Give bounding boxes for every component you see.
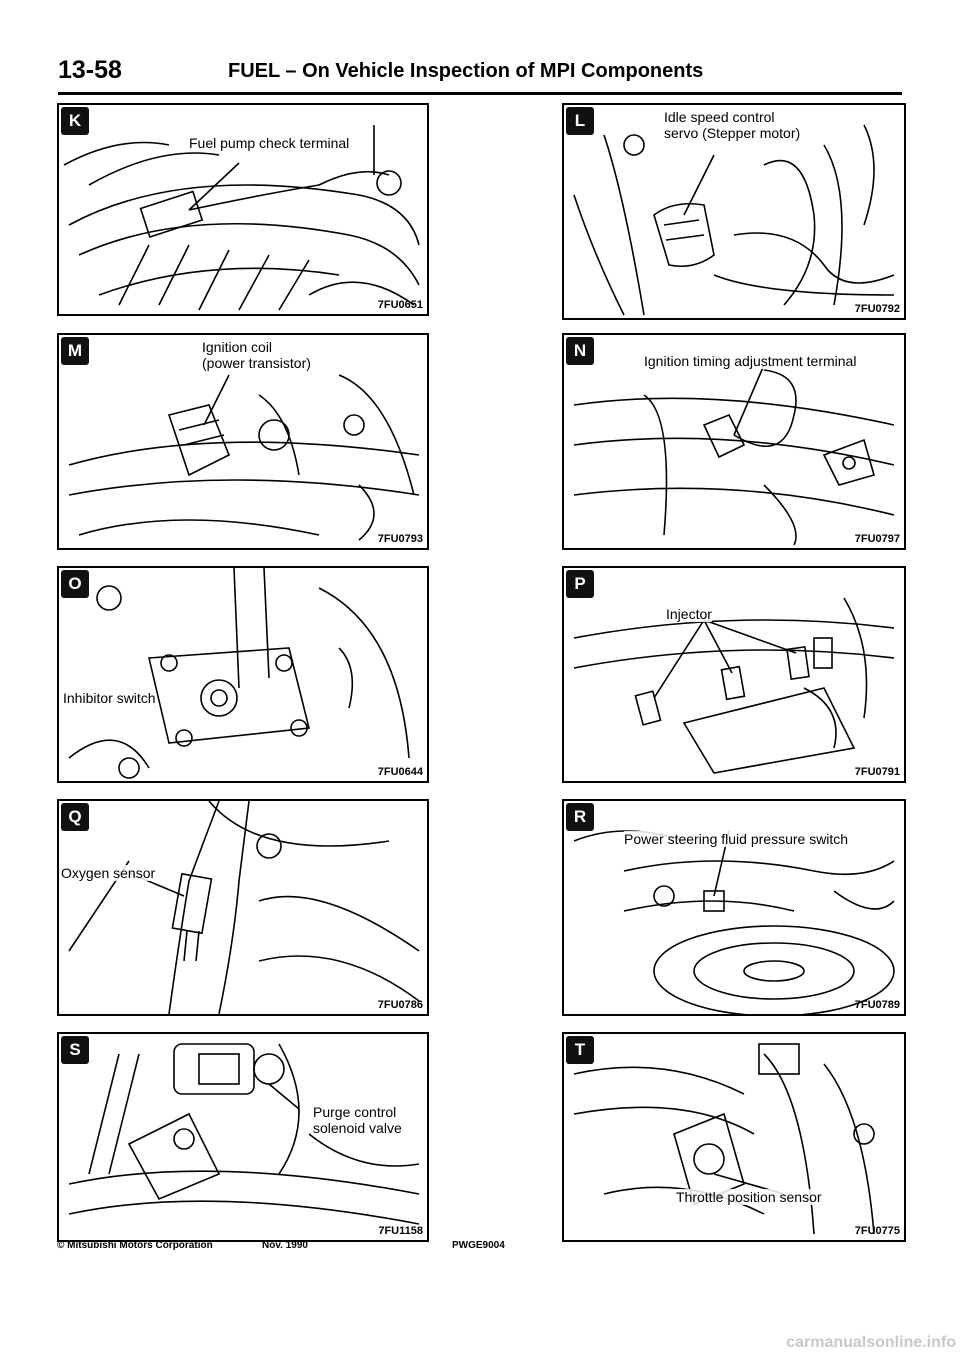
panel-l-label: Idle speed control servo (Stepper motor) xyxy=(664,109,804,141)
panel-k-label: Fuel pump check terminal xyxy=(189,135,350,151)
panel-r: R Power steering fluid pressure switch 7… xyxy=(562,799,906,1016)
panel-o-label: Inhibitor switch xyxy=(63,690,156,706)
panel-p-code: 7FU0791 xyxy=(854,766,900,778)
panel-k-code: 7FU0651 xyxy=(377,299,423,311)
page-header: 13-58 FUEL – On Vehicle Inspection of MP… xyxy=(0,52,960,95)
header-rule xyxy=(58,92,902,95)
purge-solenoid-illustration xyxy=(68,1043,420,1225)
panel-s-letter: S xyxy=(61,1036,89,1064)
panel-q-label: Oxygen sensor xyxy=(61,865,156,881)
ignition-coil-illustration xyxy=(68,374,420,541)
throttle-sensor-illustration xyxy=(573,1043,875,1235)
panel-m-code: 7FU0793 xyxy=(377,533,423,545)
ignition-timing-illustration xyxy=(573,364,895,546)
document-code: PWGE9004 xyxy=(452,1240,505,1251)
panel-m-label: Ignition coil (power transistor) xyxy=(202,339,312,371)
power-steering-switch-illustration xyxy=(573,830,895,1014)
panel-q: Q Oxygen sensor 7FU0786 xyxy=(57,799,429,1016)
panel-t-label: Throttle position sensor xyxy=(676,1189,822,1205)
panel-n-letter: N xyxy=(566,337,594,365)
inhibitor-switch-illustration xyxy=(68,568,410,779)
idle-speed-servo-illustration xyxy=(573,124,895,316)
panel-l-letter: L xyxy=(566,107,594,135)
panel-k-letter: K xyxy=(61,107,89,135)
panel-q-letter: Q xyxy=(61,803,89,831)
panel-r-label: Power steering fluid pressure switch xyxy=(624,831,849,847)
panel-p: P Injector 7FU0791 xyxy=(562,566,906,783)
watermark: carmanualsonline.info xyxy=(786,1334,956,1351)
panel-p-label: Injector xyxy=(666,606,712,622)
panel-t-code: 7FU0775 xyxy=(854,1225,900,1237)
panel-o-code: 7FU0644 xyxy=(377,766,423,778)
panel-t: T Throttle position sensor 7FU0775 xyxy=(562,1032,906,1242)
injector-illustration xyxy=(573,597,895,774)
panel-r-code: 7FU0789 xyxy=(854,999,900,1011)
panel-q-code: 7FU0786 xyxy=(377,999,423,1011)
panel-l-code: 7FU0792 xyxy=(854,303,900,315)
oxygen-sensor-illustration xyxy=(68,801,420,1014)
panel-o: O Inhibitor switch 7FU0644 xyxy=(57,566,429,783)
panel-t-letter: T xyxy=(566,1036,594,1064)
panel-o-letter: O xyxy=(61,570,89,598)
panel-k: K Fuel pump check terminal 7FU0651 xyxy=(57,103,429,316)
panel-n-code: 7FU0797 xyxy=(854,533,900,545)
panel-s: S Purge control solenoid valve 7FU1158 xyxy=(57,1032,429,1242)
page-number: 13-58 xyxy=(58,56,122,84)
panel-m: M Ignition coil (power transistor) 7FU07… xyxy=(57,333,429,550)
panel-n-label: Ignition timing adjustment terminal xyxy=(644,353,857,369)
panel-s-code: 7FU1158 xyxy=(378,1225,423,1237)
copyright-text: © Mitsubishi Motors Corporation xyxy=(57,1240,213,1251)
panel-l: L Idle speed control servo (Stepper moto… xyxy=(562,103,906,320)
page-title: FUEL – On Vehicle Inspection of MPI Comp… xyxy=(228,60,704,82)
panel-r-letter: R xyxy=(566,803,594,831)
publication-date: Nov. 1990 xyxy=(262,1240,308,1251)
panel-s-label: Purge control solenoid valve xyxy=(313,1104,413,1136)
panel-n: N Ignition timing adjustment terminal 7F… xyxy=(562,333,906,550)
panel-m-letter: M xyxy=(61,337,89,365)
fuel-pump-illustration xyxy=(63,125,420,311)
panel-p-letter: P xyxy=(566,570,594,598)
